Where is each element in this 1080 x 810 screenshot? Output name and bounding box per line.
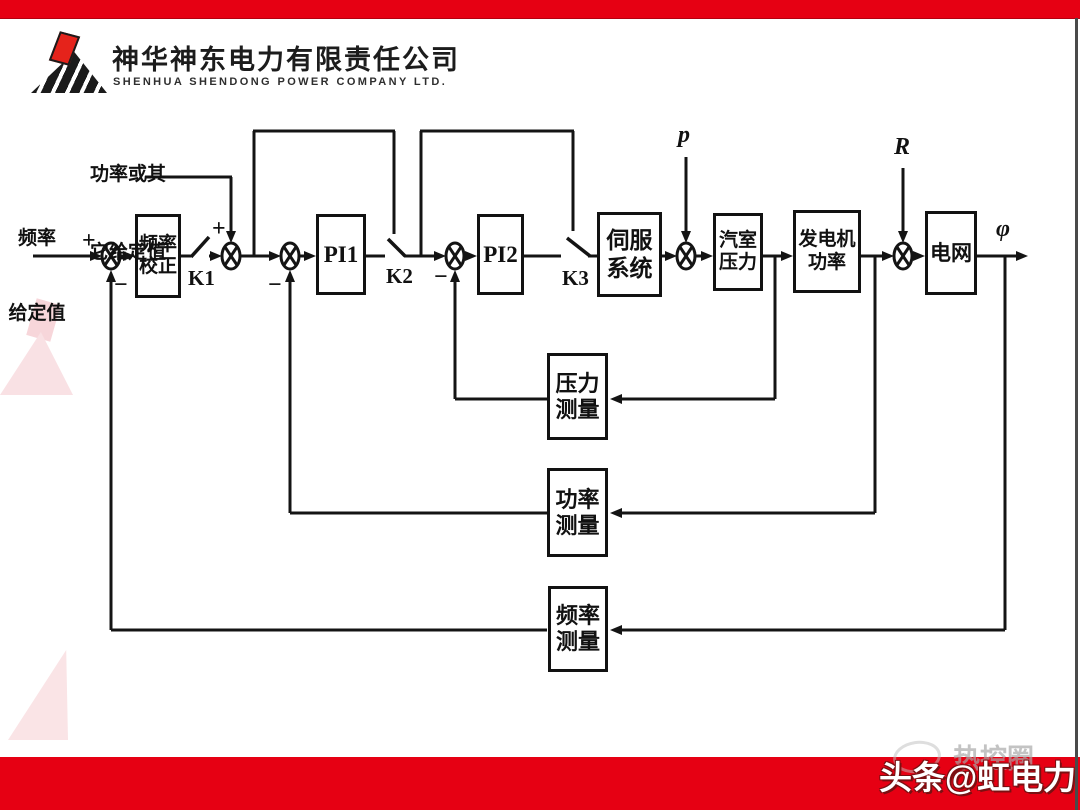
- plus-sign-j2: +: [212, 216, 226, 242]
- block-power-measurement: 功率 测量: [547, 468, 608, 557]
- switch-k3-blade: [565, 236, 592, 258]
- r-input-line: [898, 168, 908, 243]
- label-frequency-setpoint: 频率 给定值: [8, 228, 66, 324]
- p-input-line: [681, 157, 691, 243]
- company-name-en: SHENHUA SHENDONG POWER COMPANY LTD.: [113, 76, 448, 88]
- switch-k1-blade: [189, 235, 211, 259]
- watermark-text: 热控圈: [953, 744, 1034, 774]
- block-pi1: PI1: [316, 214, 366, 295]
- sum-junction-6: [892, 241, 914, 271]
- frequency-feedback-line: [106, 256, 1007, 635]
- block-power-grid: 电网: [925, 211, 977, 295]
- block-pi2: PI2: [477, 214, 524, 295]
- sum-junction-5: [675, 241, 697, 271]
- minus-sign-j1: −: [114, 272, 128, 298]
- power-setpoint-line: [145, 175, 236, 243]
- bypass-loop-k3: [419, 129, 575, 256]
- label-signal-phi: φ: [996, 216, 1011, 242]
- block-frequency-correction: 频率 校正: [135, 214, 181, 298]
- power-feedback-line: [285, 256, 877, 518]
- label-power-setpoint: 功率或其 它给定值: [89, 164, 166, 263]
- block-frequency-measurement: 频率 测量: [548, 586, 608, 672]
- label-switch-k2: K2: [386, 264, 413, 288]
- main-signal-line: [33, 235, 1028, 261]
- block-servo-system: 伺服 系统: [597, 212, 662, 297]
- sum-junction-3: [279, 241, 301, 271]
- switch-k2-blade: [386, 237, 407, 258]
- right-edge-line: [1075, 18, 1078, 810]
- block-generator-power: 发电机 功率: [793, 210, 861, 293]
- bottom-red-bar: [0, 757, 1080, 810]
- block-pressure-measurement: 压力 测量: [547, 353, 608, 440]
- minus-sign-j3: −: [268, 272, 282, 298]
- label-signal-r: R: [894, 134, 911, 160]
- company-name-cn: 神华神东电力有限责任公司: [112, 45, 460, 75]
- credit-text: 头条@虹电力: [879, 759, 1077, 796]
- minus-sign-j4: −: [434, 264, 448, 290]
- sum-junction-1: [100, 241, 122, 271]
- label-signal-p: p: [678, 122, 690, 148]
- pressure-feedback-line: [450, 256, 777, 404]
- top-red-bar: [0, 0, 1080, 19]
- sum-junction-4: [444, 241, 466, 271]
- sum-junction-2: [220, 241, 242, 271]
- label-switch-k3: K3: [562, 266, 589, 290]
- label-switch-k1: K1: [188, 266, 215, 290]
- plus-sign-j1: +: [82, 228, 96, 254]
- bypass-loop-k2: [252, 129, 396, 256]
- block-steam-chamber-pressure: 汽室 压力: [713, 213, 763, 291]
